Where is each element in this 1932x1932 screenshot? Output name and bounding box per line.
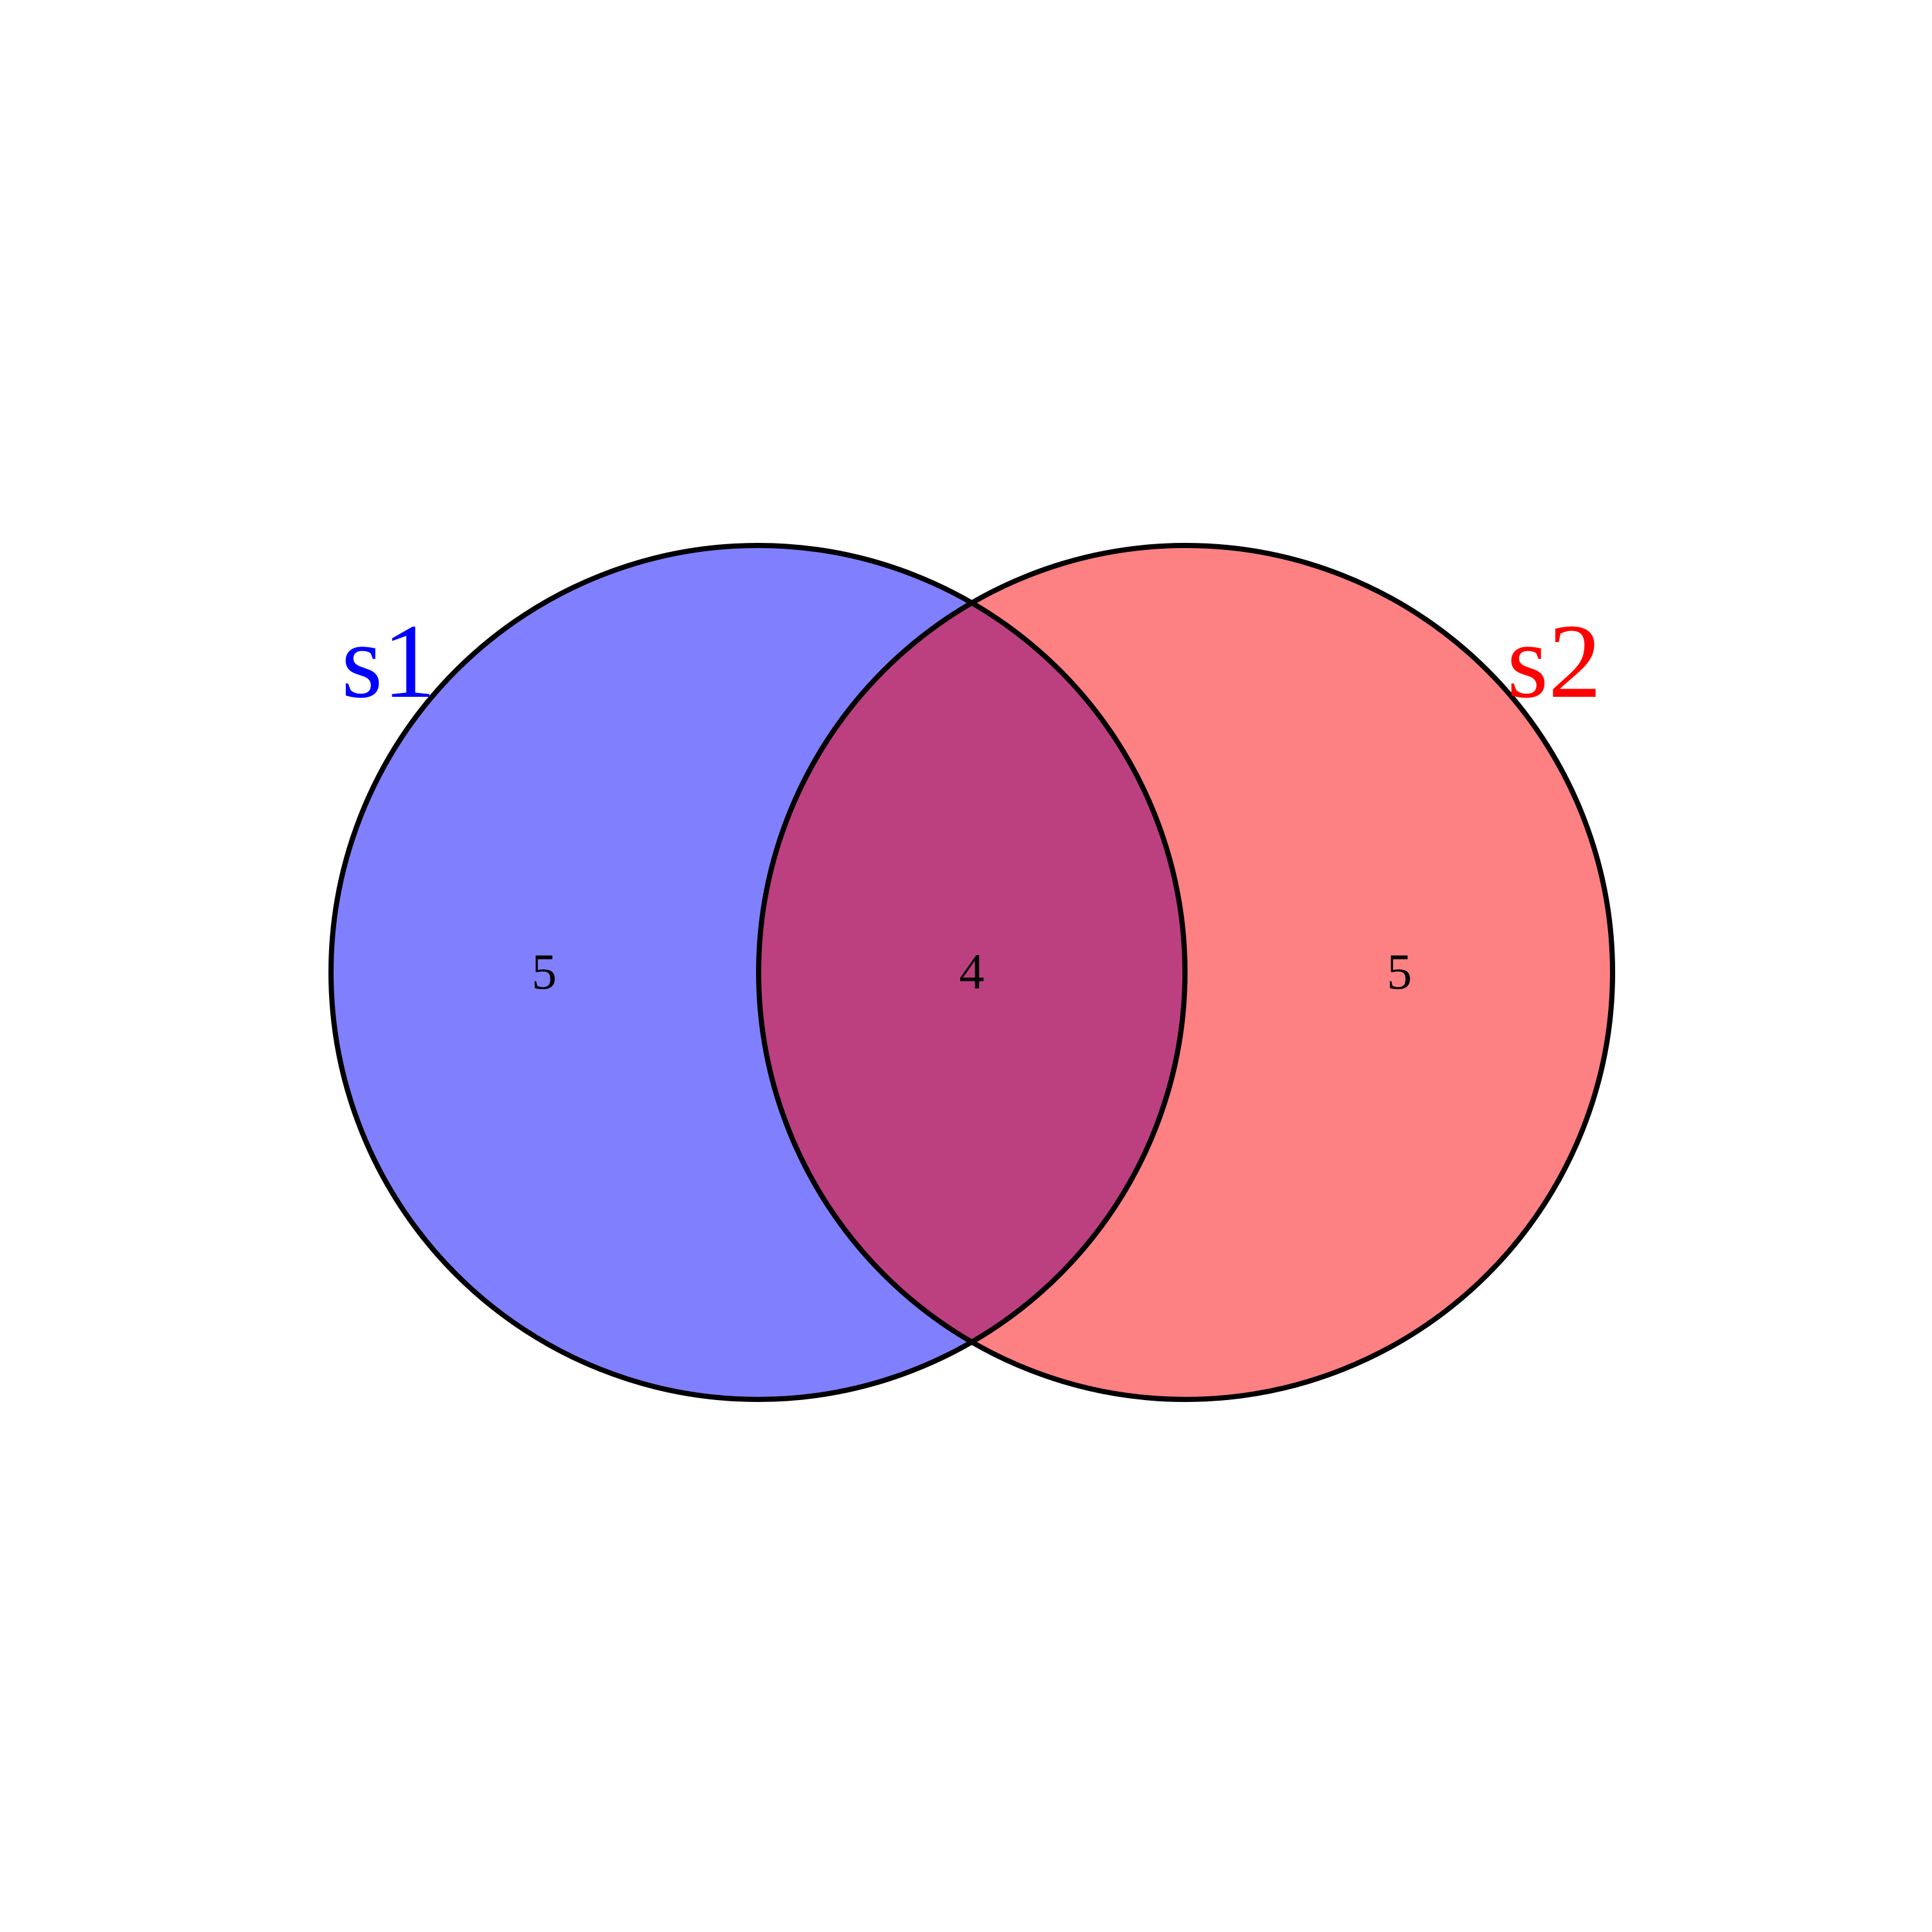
intersection-count: 4 xyxy=(960,943,985,999)
s2-only-count: 5 xyxy=(1387,943,1412,999)
set-s1-label: s1 xyxy=(341,602,436,720)
set-s2-label: s2 xyxy=(1507,602,1602,720)
set-s2-outline xyxy=(756,543,1615,1402)
s1-only-count: 5 xyxy=(532,943,557,999)
intersection-region xyxy=(759,545,1185,1399)
set-s1-outline xyxy=(328,543,1188,1402)
